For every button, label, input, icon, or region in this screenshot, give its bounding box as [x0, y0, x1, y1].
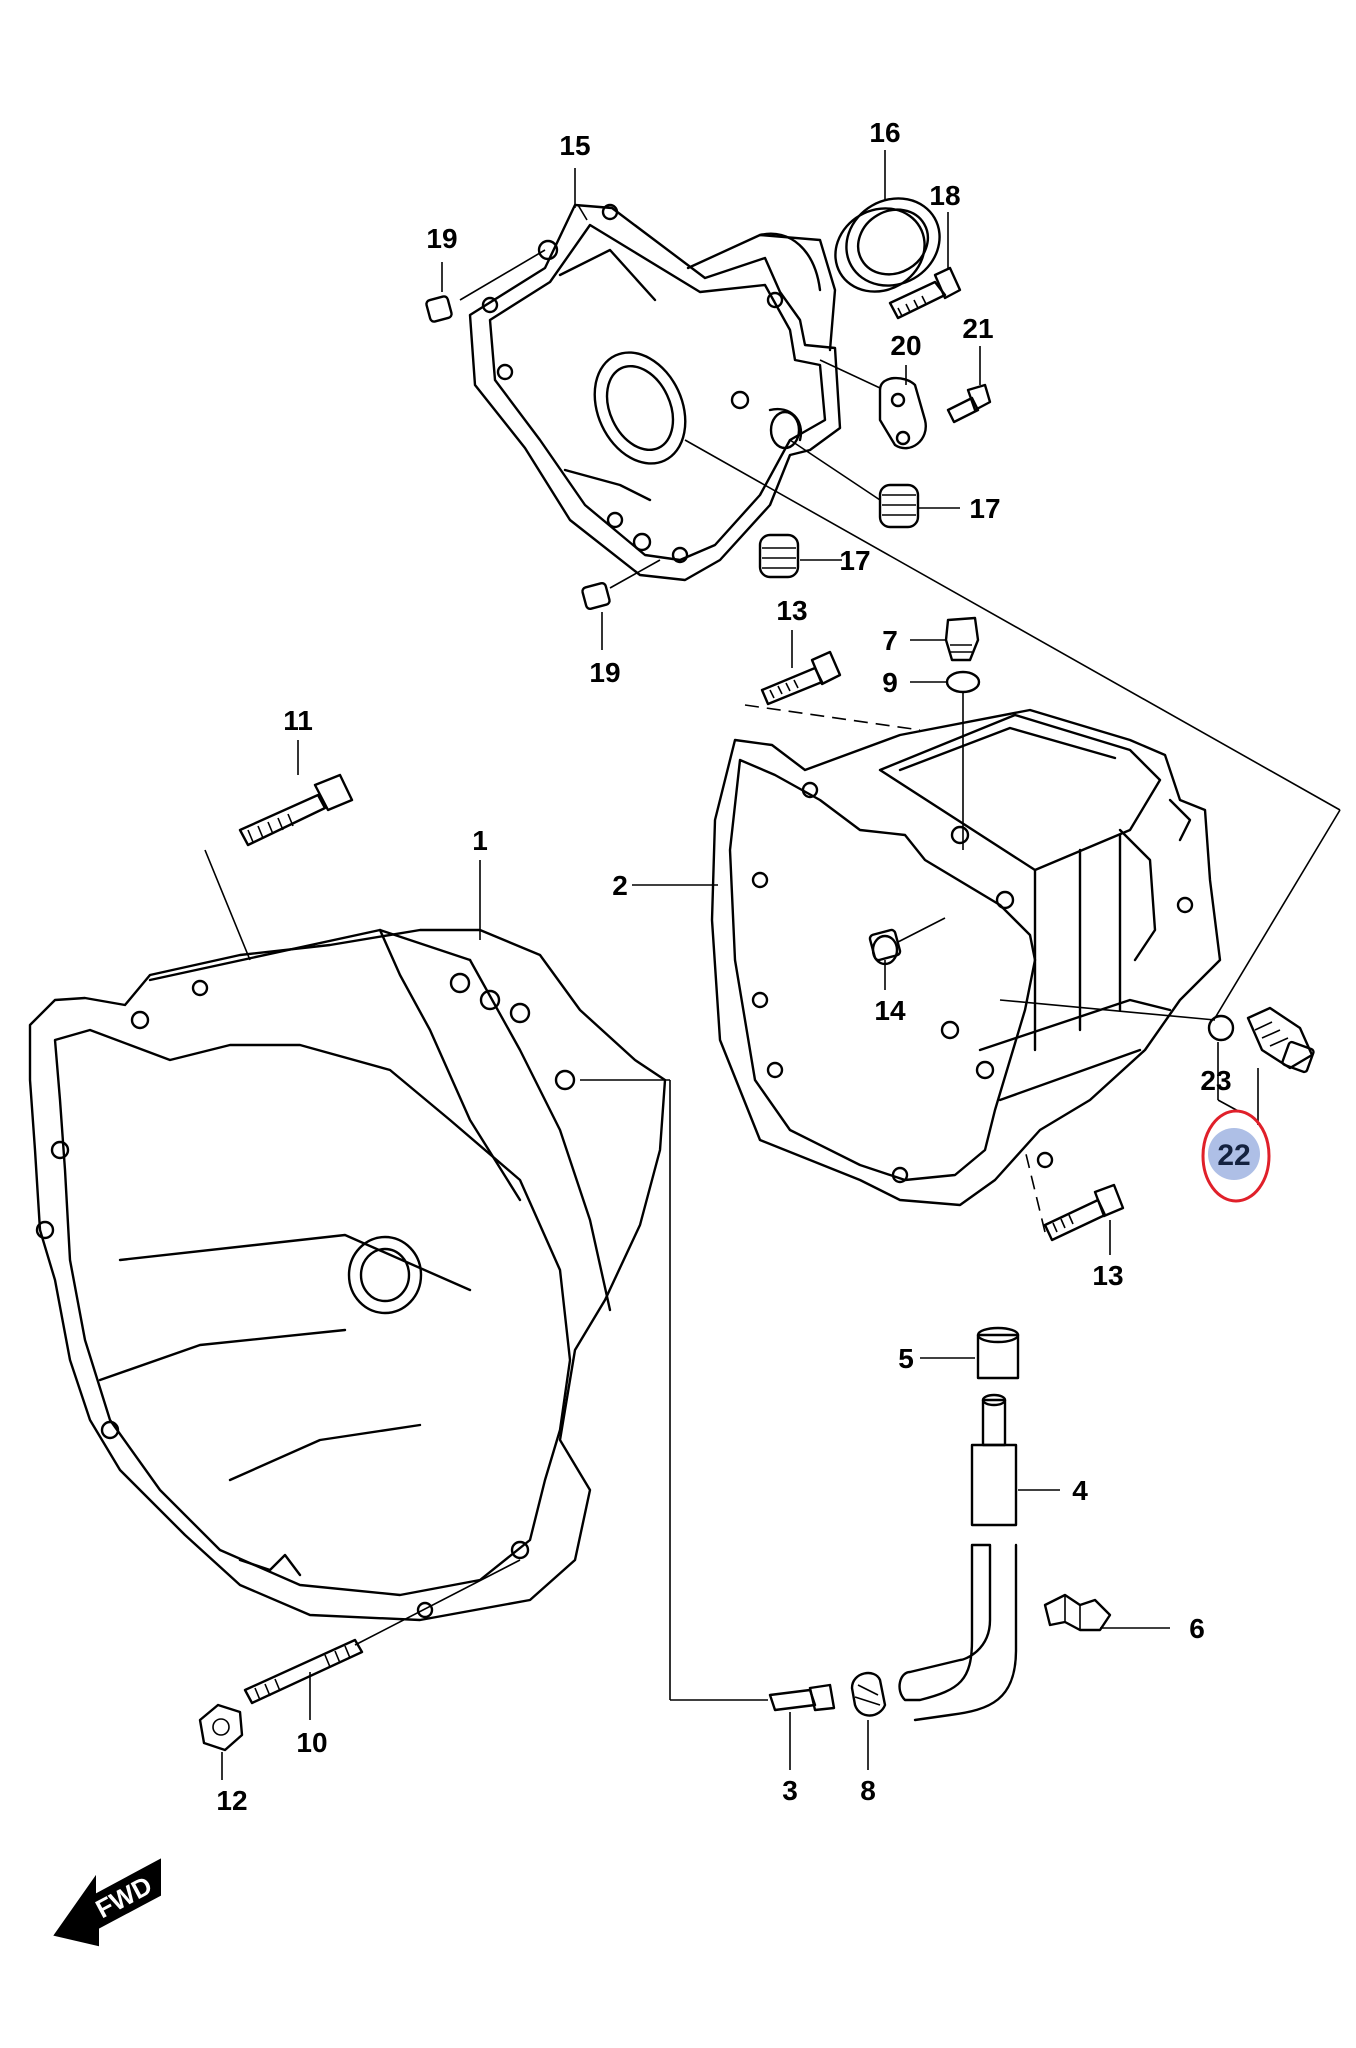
highlight-fill	[1208, 1128, 1260, 1180]
callout-4[interactable]: 4	[1072, 1475, 1088, 1506]
breather-union-part-3	[768, 1683, 836, 1712]
bolt-part-13-lower	[1043, 1183, 1125, 1242]
callout-13-upper[interactable]: 13	[776, 595, 807, 626]
callout-23[interactable]: 23	[1200, 1065, 1231, 1096]
callout-17-lower[interactable]: 17	[839, 545, 870, 576]
gasket-part-9	[945, 670, 981, 694]
extension-case-part-15	[468, 203, 842, 582]
cap-part-5	[976, 1326, 1020, 1380]
hose-part-4	[898, 1393, 1018, 1722]
dowel-part-19-upper	[425, 295, 453, 323]
callout-2[interactable]: 2	[612, 870, 628, 901]
callout-16[interactable]: 16	[869, 117, 900, 148]
callout-11[interactable]: 11	[283, 705, 313, 736]
callout-22[interactable]: 22	[1217, 1139, 1250, 1172]
callout-6[interactable]: 6	[1189, 1613, 1205, 1644]
highlighted-callout-22[interactable]: 22	[1201, 1109, 1271, 1203]
clamp-part-6	[1043, 1593, 1112, 1632]
plate-part-20	[878, 376, 927, 450]
dowel-part-14	[868, 928, 902, 962]
bushing-part-17-upper	[878, 483, 920, 529]
callout-19-upper[interactable]: 19	[426, 223, 457, 254]
leader-lines	[204, 150, 1341, 1780]
switch-part-22	[1246, 1006, 1315, 1074]
callout-9[interactable]: 9	[882, 667, 898, 698]
washer-part-23	[1207, 1014, 1235, 1042]
callout-14[interactable]: 14	[874, 995, 906, 1026]
bell-housing-part-1	[28, 928, 667, 1622]
nut-part-12	[198, 1703, 244, 1752]
callout-5[interactable]: 5	[898, 1343, 914, 1374]
callout-18[interactable]: 18	[929, 180, 960, 211]
callout-12[interactable]: 12	[216, 1785, 247, 1816]
fwd-label: FWD	[91, 1870, 157, 1924]
callout-20[interactable]: 20	[890, 330, 921, 361]
bolt-part-21	[946, 383, 992, 424]
clamp-part-8	[850, 1671, 887, 1717]
callout-19-lower[interactable]: 19	[589, 657, 620, 688]
transmission-case-part-2	[710, 708, 1222, 1207]
callout-10[interactable]: 10	[296, 1727, 327, 1758]
bushing-part-17-lower	[758, 533, 800, 579]
callout-3[interactable]: 3	[782, 1775, 798, 1806]
callout-1[interactable]: 1	[472, 825, 488, 856]
callout-15[interactable]: 15	[559, 130, 590, 161]
callout-7[interactable]: 7	[882, 625, 898, 656]
plug-part-7	[944, 616, 980, 662]
dowel-part-19-lower	[581, 581, 611, 611]
callout-labels: 1 2 3 4 5 6 7 8 9 10 11 12 13 13 14 15 1…	[216, 117, 1231, 1816]
callout-21[interactable]: 21	[962, 313, 993, 344]
bolt-part-13-upper	[760, 650, 842, 706]
callout-17-upper[interactable]: 17	[969, 493, 1000, 524]
stud-part-10	[243, 1638, 364, 1705]
highlight-ring	[1201, 1109, 1271, 1203]
callout-8[interactable]: 8	[860, 1775, 876, 1806]
bolt-part-11	[238, 773, 354, 847]
fwd-arrow-icon: FWD	[53, 1858, 161, 1947]
callout-13-lower[interactable]: 13	[1092, 1260, 1123, 1291]
oil-seal-part-16	[834, 197, 941, 293]
bolt-part-18	[888, 266, 962, 320]
